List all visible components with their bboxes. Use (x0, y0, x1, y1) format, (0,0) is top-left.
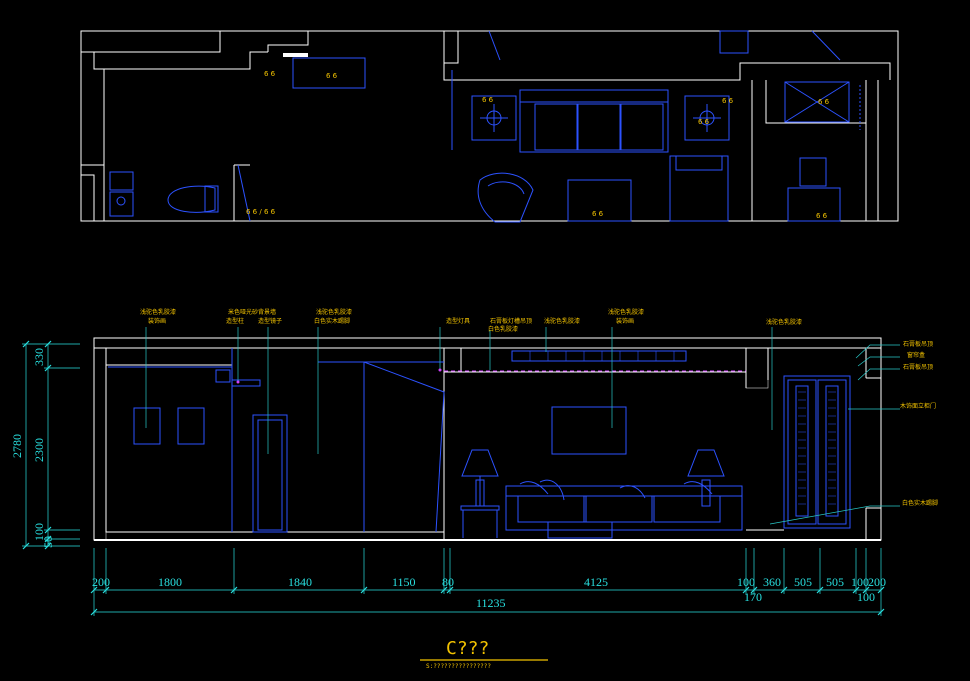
leader-lines (145, 327, 900, 525)
floor-plan: 6 6 6 6 6 6 6 6 / 6 6 6 6 6 6 6 6 6 6 6 … (80, 30, 899, 223)
dim-sub-label: 100 (857, 590, 875, 604)
note-ceiling-paint: 白色乳胶漆 (488, 325, 518, 333)
plan-mark: 6 6 (482, 96, 494, 104)
note-curtain-box: 窗帘盒 (907, 351, 925, 359)
vdim-label: 100 (32, 523, 46, 541)
drawing-title: C??? (446, 638, 489, 659)
note-ceiling-cove: 石膏板灯槽吊顶 (490, 317, 532, 325)
plan-mark: 6 6 / 6 6 (246, 208, 276, 216)
note-wall-paint-2: 浅驼色乳胶漆 (316, 308, 352, 316)
note-wall-paint-4: 浅驼色乳胶漆 (608, 308, 644, 316)
note-lamp: 造型灯具 (446, 317, 470, 325)
plan-mark: 6 6 (592, 210, 604, 218)
vdim-total-label: 2780 (10, 434, 24, 458)
dimensions-horizontal (90, 548, 885, 616)
dimension-labels-vertical: 330 2300 100 50 2780 (10, 348, 55, 548)
plan-mark: 6 6 (698, 118, 710, 126)
vdim-label: 330 (32, 348, 46, 366)
curtain-box (511, 350, 687, 362)
dimension-labels-horizontal: 200 1800 1840 1150 80 4125 100 360 505 5… (92, 575, 886, 610)
dim-label: 200 (92, 575, 110, 589)
wardrobe-slats (798, 391, 836, 505)
plan-furniture (109, 30, 861, 223)
note-wall-paint-1: 浅驼色乳胶漆 (140, 308, 176, 316)
vdim-label: 50 (41, 536, 55, 548)
note-deco-painting-1: 装饰画 (148, 317, 166, 325)
note-wall-paint-5: 浅驼色乳胶漆 (766, 318, 802, 326)
dim-label: 200 (868, 575, 886, 589)
note-column: 造型柱 (226, 317, 244, 325)
note-wall-paint-3: 浅驼色乳胶漆 (544, 317, 580, 325)
note-gypsum-ceiling-1: 石膏板吊顶 (903, 340, 933, 348)
plan-marks: 6 6 6 6 6 6 6 6 / 6 6 6 6 6 6 6 6 6 6 6 … (246, 70, 830, 220)
dim-label: 4125 (584, 575, 608, 589)
note-mirror: 造型镜子 (258, 317, 282, 325)
dim-label: 100 (737, 575, 755, 589)
dim-label: 1840 (288, 575, 312, 589)
elevation-furniture (108, 348, 851, 539)
plan-mark: 6 6 (264, 70, 276, 78)
plan-walls (80, 30, 899, 222)
dim-total-label: 11235 (476, 596, 506, 610)
plan-mark: 6 6 (816, 212, 828, 220)
dim-label: 1800 (158, 575, 182, 589)
note-gypsum-ceiling-2: 石膏板吊顶 (903, 363, 933, 371)
dim-label: 360 (763, 575, 781, 589)
note-feature-wall: 米色哑光砂背景墙 (228, 308, 276, 316)
dim-label: 1150 (392, 575, 416, 589)
note-wardrobe-door: 木饰面立柜门 (900, 402, 936, 410)
dim-sub-label: 170 (744, 590, 762, 604)
plan-mark: 6 6 (818, 98, 830, 106)
elevation (93, 327, 900, 541)
dim-label: 100 (851, 575, 869, 589)
note-skirting-1: 白色实木踢脚 (314, 317, 350, 325)
drawing-subtitle: S:???????????????? (426, 663, 491, 670)
dim-label: 80 (442, 575, 454, 589)
note-skirting-2: 白色实木踢脚 (902, 499, 938, 507)
dim-label: 505 (826, 575, 844, 589)
dimensions-vertical (22, 340, 80, 550)
vdim-label: 2300 (32, 438, 46, 462)
note-deco-painting-2: 装饰画 (616, 317, 634, 325)
annotations: 浅驼色乳胶漆 装饰画 米色哑光砂背景墙 造型柱 造型镜子 浅驼色乳胶漆 白色实木… (140, 308, 938, 507)
wall-hatch (93, 347, 882, 541)
plan-mark: 6 6 (722, 97, 734, 105)
dim-label: 505 (794, 575, 812, 589)
title-block: C??? S:???????????????? (420, 638, 548, 670)
plan-mark: 6 6 (326, 72, 338, 80)
